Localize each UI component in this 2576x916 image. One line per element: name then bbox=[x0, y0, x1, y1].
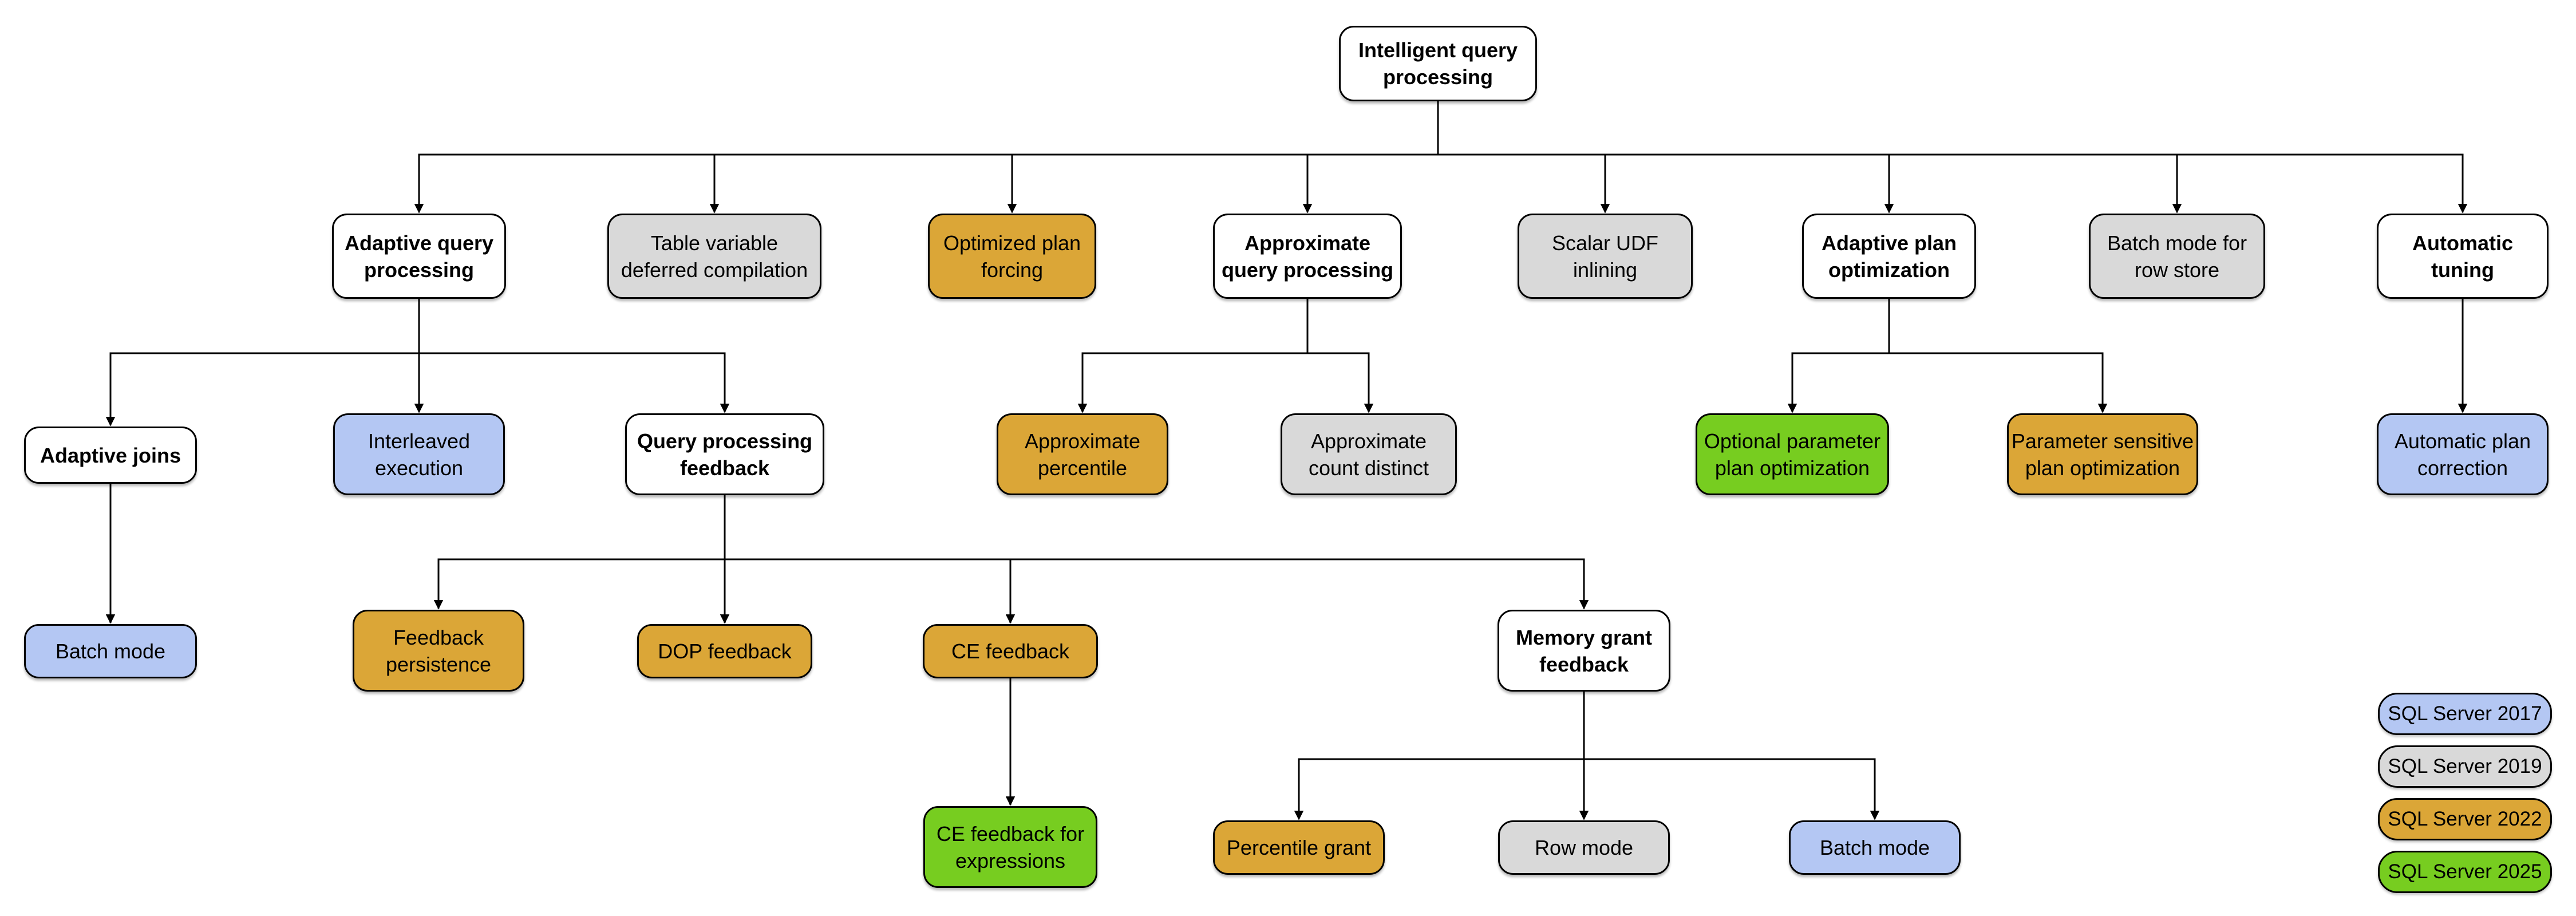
node-label-line: Interleaved bbox=[368, 429, 471, 453]
node-label-line: Batch mode bbox=[1819, 836, 1930, 859]
node-label-line: feedback bbox=[1539, 652, 1629, 676]
node-label-line: Row mode bbox=[1534, 836, 1634, 859]
node-batch_mode_aj: Batch mode bbox=[24, 624, 197, 678]
node-mgf: Memory grant feedback bbox=[1498, 610, 1670, 692]
legend-item-sql-server-2019: SQL Server 2019 bbox=[2378, 745, 2552, 788]
node-label-line: Adaptive query bbox=[344, 231, 494, 255]
node-percentile_grant: Percentile grant bbox=[1213, 820, 1385, 875]
node-sudf: Scalar UDF inlining bbox=[1518, 214, 1693, 299]
node-apc: Automatic plan correction bbox=[2377, 413, 2549, 495]
node-label-line: Automatic plan bbox=[2394, 429, 2531, 453]
node-label-line: processing bbox=[364, 258, 475, 282]
node-label-line: persistence bbox=[385, 652, 492, 676]
node-qpf: Query processing feedback bbox=[625, 413, 824, 495]
node-label-line: Adaptive joins bbox=[39, 443, 181, 467]
node-label-line: execution bbox=[374, 456, 464, 480]
node-label-line: percentile bbox=[1037, 456, 1128, 480]
node-feedback_persistence: Feedback persistence bbox=[353, 610, 524, 692]
node-opf: Optimized plan forcing bbox=[928, 214, 1096, 299]
node-label-line: correction bbox=[2417, 456, 2508, 480]
node-label-line: Batch mode for bbox=[2107, 231, 2247, 255]
legend-item-sql-server-2017: SQL Server 2017 bbox=[2378, 693, 2552, 735]
node-approx_cd: Approximate count distinct bbox=[1281, 413, 1457, 495]
node-label-line: Feedback bbox=[393, 625, 484, 649]
node-pspo: Parameter sensitive plan optimization bbox=[2007, 413, 2198, 495]
node-label-line: forcing bbox=[981, 258, 1044, 282]
node-apo: Adaptive plan optimization bbox=[1802, 214, 1976, 299]
node-interleaved: Interleaved execution bbox=[333, 413, 505, 495]
node-label-line: deferred compilation bbox=[621, 258, 808, 282]
node-ce_feedback: CE feedback bbox=[923, 624, 1098, 678]
node-label-line: row store bbox=[2134, 258, 2220, 282]
node-label-line: CE feedback for bbox=[936, 822, 1085, 846]
node-aqp: Adaptive query processing bbox=[332, 214, 506, 299]
node-label-line: CE feedback bbox=[951, 639, 1070, 663]
node-label-line: Scalar UDF bbox=[1551, 231, 1659, 255]
node-label-line: Optional parameter bbox=[1704, 429, 1881, 453]
node-label-line: Query processing bbox=[637, 429, 813, 453]
node-label-line: Memory grant bbox=[1515, 625, 1653, 649]
node-label-line: plan optimization bbox=[2025, 456, 2180, 480]
node-label-line: Intelligent query bbox=[1358, 38, 1518, 62]
node-label-line: Automatic bbox=[2412, 231, 2513, 255]
node-dop_feedback: DOP feedback bbox=[637, 624, 812, 678]
legend-item-sql-server-2022: SQL Server 2022 bbox=[2378, 798, 2552, 840]
node-label-line: inlining bbox=[1573, 258, 1638, 282]
node-label-line: expressions bbox=[955, 848, 1066, 872]
node-at: Automatic tuning bbox=[2377, 214, 2549, 299]
node-adaptive_joins: Adaptive joins bbox=[24, 427, 197, 484]
node-label-line: Approximate bbox=[1024, 429, 1141, 453]
node-label-line: Optimized plan bbox=[943, 231, 1081, 255]
node-label-line: query processing bbox=[1221, 258, 1394, 282]
node-label-line: count distinct bbox=[1308, 456, 1429, 480]
node-approx_pct: Approximate percentile bbox=[997, 413, 1168, 495]
node-label-line: tuning bbox=[2431, 258, 2494, 282]
node-label-line: DOP feedback bbox=[658, 639, 792, 663]
node-label-line: processing bbox=[1382, 65, 1494, 89]
node-label-line: plan optimization bbox=[1714, 456, 1870, 480]
node-label-line: Percentile grant bbox=[1226, 836, 1372, 859]
node-label-line: Adaptive plan bbox=[1821, 231, 1957, 255]
node-label-line: feedback bbox=[679, 456, 770, 480]
node-oppo: Optional parameter plan optimization bbox=[1696, 413, 1889, 495]
legend-item-sql-server-2025: SQL Server 2025 bbox=[2378, 851, 2552, 893]
node-root: Intelligent query processing bbox=[1339, 26, 1537, 101]
node-label-line: Approximate bbox=[1244, 231, 1371, 255]
node-label-line: Approximate bbox=[1310, 429, 1427, 453]
node-row_mode: Row mode bbox=[1498, 820, 1670, 875]
node-label-line: optimization bbox=[1828, 258, 1950, 282]
node-label-line: Batch mode bbox=[55, 639, 166, 663]
node-bmrs: Batch mode for row store bbox=[2089, 214, 2265, 299]
node-tvdc: Table variable deferred compilation bbox=[607, 214, 821, 299]
node-approx_qp: Approximate query processing bbox=[1213, 214, 1402, 299]
node-label-line: Table variable bbox=[650, 231, 779, 255]
node-batch_mode_mgf: Batch mode bbox=[1789, 820, 1961, 875]
node-label-line: Parameter sensitive bbox=[2011, 429, 2194, 453]
